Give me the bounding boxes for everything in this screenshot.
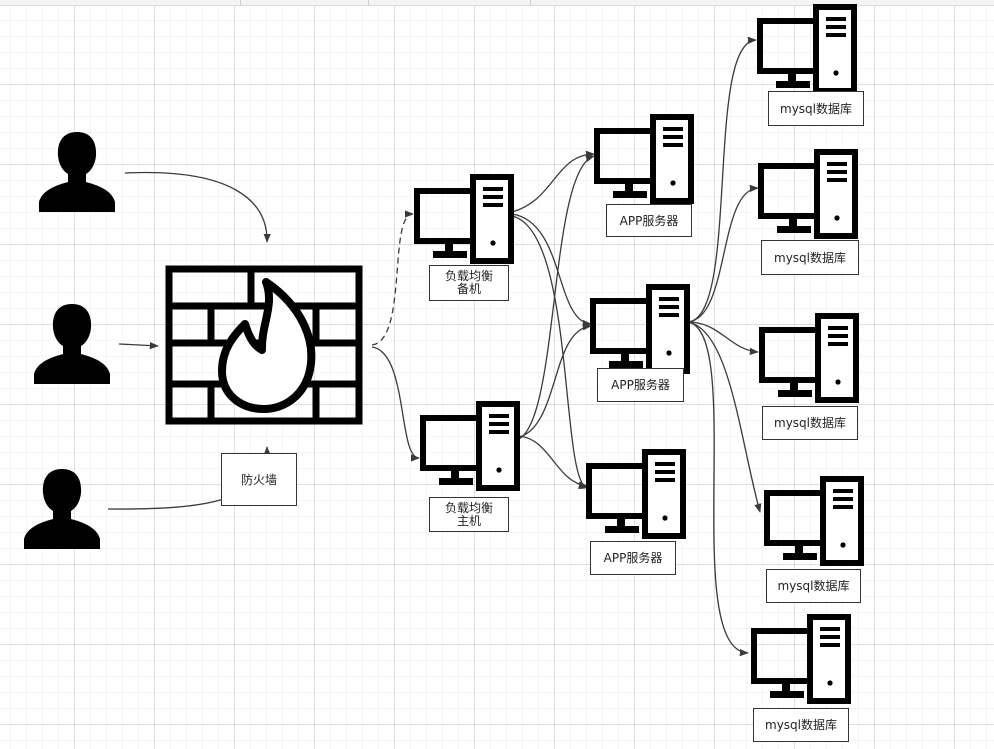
app-server-label-2: APP服务器 bbox=[597, 368, 684, 402]
computer-server-icon-db-2 bbox=[761, 152, 855, 236]
computer-server-icon-app-3 bbox=[589, 452, 683, 536]
edge-firewall-lbmain bbox=[371, 346, 420, 462]
edge-lbmain-app2 bbox=[515, 323, 592, 439]
computer-server-icon-db-3 bbox=[762, 316, 856, 400]
computer-server-icon-lb-backup bbox=[417, 177, 511, 261]
lb-backup-label-line1: 负载均衡 bbox=[444, 269, 493, 283]
computer-server-icon-app-1 bbox=[597, 117, 691, 201]
computer-server-icon-db-5 bbox=[754, 617, 848, 701]
app-server-label-1: APP服务器 bbox=[606, 204, 692, 237]
edge-app2-db1 bbox=[687, 36, 757, 323]
edge-lbmain-app1 bbox=[515, 154, 595, 441]
computer-server-icon-app-2 bbox=[593, 287, 687, 371]
edge-lbbackup-app2 bbox=[511, 213, 592, 328]
mysql-label-2: mysql数据库 bbox=[761, 240, 859, 275]
lb-main-label-line1: 负载均衡 bbox=[444, 500, 493, 515]
edge-app2-db2 bbox=[687, 184, 759, 323]
computer-server-icon-db-4 bbox=[767, 479, 861, 563]
app-server-label-3: APP服务器 bbox=[590, 541, 676, 575]
edge-user1-firewall bbox=[124, 171, 271, 243]
edge-lbmain-app3 bbox=[515, 435, 588, 489]
computer-server-icon-lb-main bbox=[423, 404, 517, 488]
firewall-label: 防火墙 bbox=[221, 453, 297, 506]
edge-lbbackup-app1 bbox=[511, 150, 595, 213]
mysql-label-4: mysql数据库 bbox=[766, 569, 861, 603]
edge-app2-db4 bbox=[687, 321, 762, 513]
edge-lbbackup-app3 bbox=[511, 215, 588, 490]
edge-app2-db3 bbox=[687, 321, 759, 356]
mysql-label-3: mysql数据库 bbox=[762, 406, 858, 440]
mysql-label-5: mysql数据库 bbox=[753, 708, 849, 742]
canvas-top-strip bbox=[0, 0, 994, 6]
user-icon-1 bbox=[39, 132, 115, 212]
computer-server-icon-db-1 bbox=[760, 7, 854, 91]
user-icon-2 bbox=[34, 304, 110, 384]
edge-firewall-lbbackup bbox=[371, 210, 414, 346]
edge-app2-db5 bbox=[687, 321, 749, 657]
edge-user2-firewall bbox=[118, 341, 159, 350]
lb-backup-label: 负载均衡 备机 bbox=[429, 265, 509, 301]
firewall-icon bbox=[165, 265, 363, 425]
lb-backup-label-line2: 备机 bbox=[456, 282, 481, 296]
lb-main-label-line2: 主机 bbox=[456, 513, 481, 528]
user-icon-3 bbox=[24, 469, 100, 549]
lb-main-label: 负载均衡 主机 bbox=[429, 497, 509, 532]
mysql-label-1: mysql数据库 bbox=[768, 91, 864, 126]
